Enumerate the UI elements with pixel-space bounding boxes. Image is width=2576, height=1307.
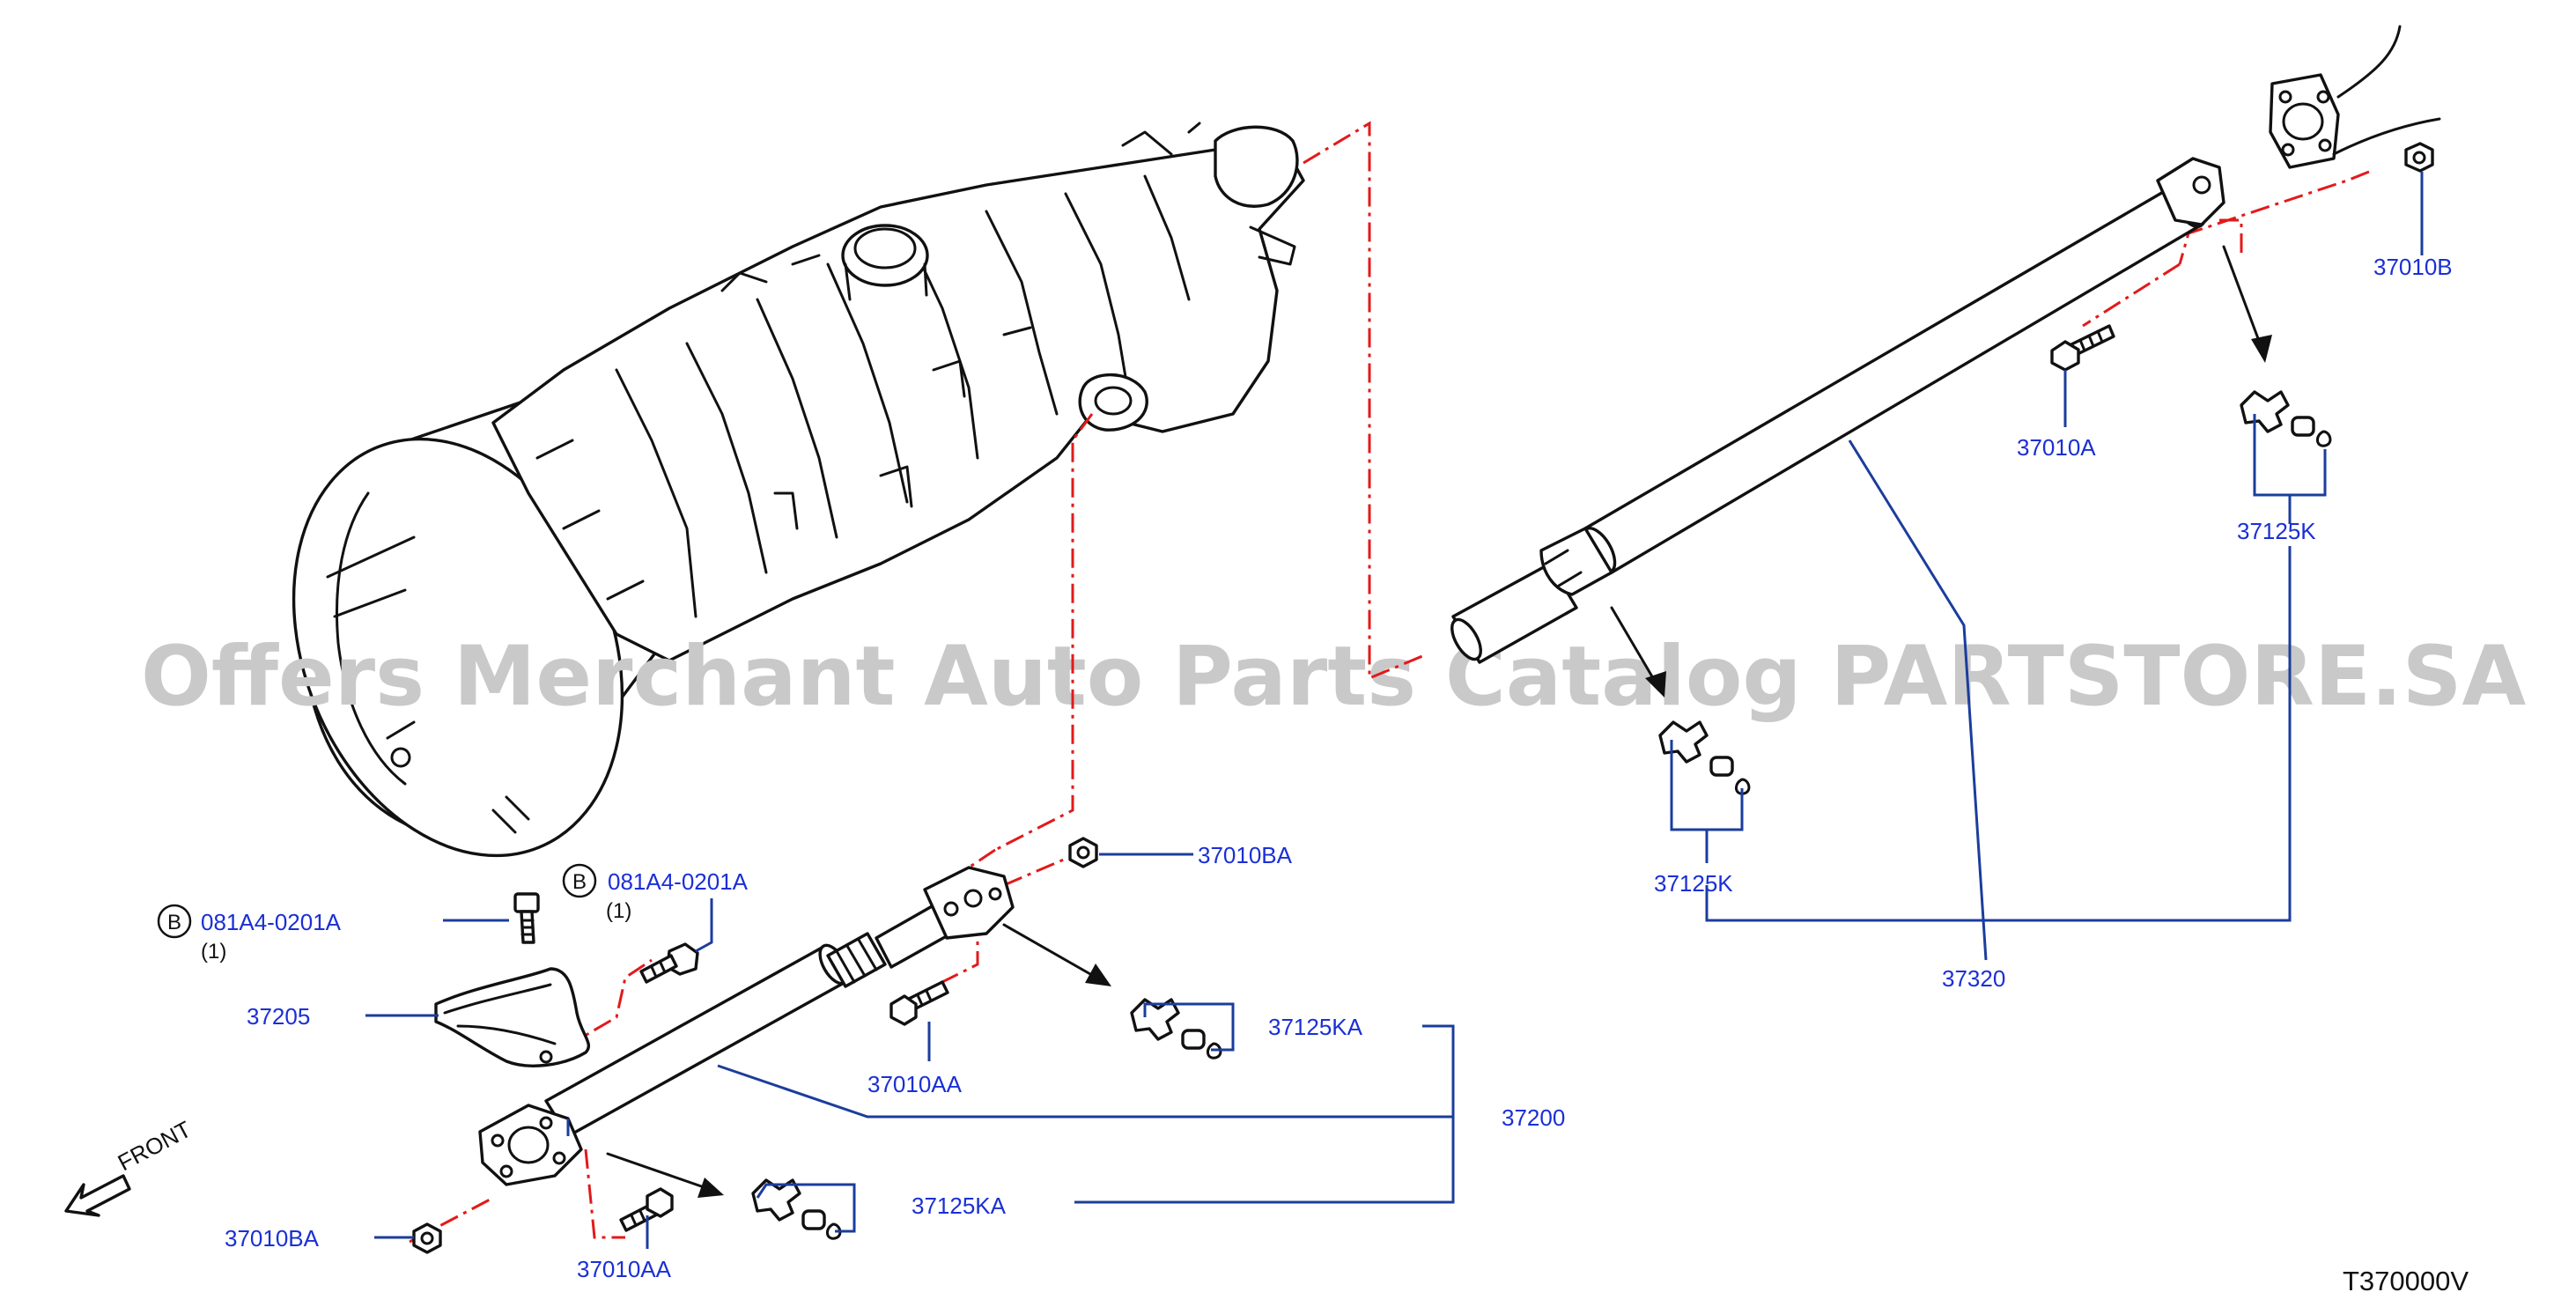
rear-differential-flange: [2269, 25, 2441, 169]
bolt-ref-badge-left: [157, 904, 192, 939]
label-37010BA-bottom: 37010BA: [225, 1225, 320, 1252]
spider-kit-37125K-left-icon: [1658, 720, 1751, 795]
label-37010AA-top: 37010AA: [867, 1071, 963, 1097]
label-37010A: 37010A: [2017, 434, 2096, 461]
nut-37010BA-top-icon: [1068, 837, 1098, 868]
label-37125KA-top: 37125KA: [1268, 1014, 1363, 1040]
bolt-ref-badge-right-text: B: [572, 870, 587, 894]
bolt-ref-badge-left-text: B: [167, 911, 181, 934]
label-081A4-left: 081A4-0201A: [201, 909, 342, 935]
bolt-37010AA-bottom-icon: [619, 1187, 674, 1232]
label-37125K-left: 37125K: [1654, 870, 1733, 897]
centerlines: [409, 121, 2370, 1244]
front-direction-indicator: FRONT: [64, 1116, 196, 1217]
diagram-reference-code: T370000V: [2343, 1266, 2469, 1296]
qty-left: (1): [201, 940, 226, 964]
label-37010B: 37010B: [2373, 254, 2453, 280]
label-37205: 37205: [247, 1003, 310, 1030]
bolt-37010AA-top-icon: [889, 980, 949, 1026]
watermark-text: Offers Merchant Auto Parts Catalog PARTS…: [141, 629, 2526, 725]
label-37320: 37320: [1942, 965, 2005, 992]
nut-37010B-icon: [2404, 142, 2434, 173]
bolt-37010A-icon: [2050, 324, 2115, 372]
label-37010AA-bottom: 37010AA: [577, 1256, 672, 1282]
front-propeller-shaft-37200: [478, 866, 1015, 1186]
nut-37010BA-bottom-icon: [412, 1222, 442, 1254]
leader-lines: [365, 172, 2424, 1249]
bolt-ref-badge-right: [562, 863, 597, 898]
front-label: FRONT: [114, 1116, 196, 1177]
bolt-081A4-left-icon: [513, 892, 540, 944]
spider-kit-37125KA-bottom-icon: [751, 1178, 842, 1240]
transmission-drawing: [292, 122, 1305, 858]
direction-arrows: [606, 245, 2272, 1198]
label-37125KA-bottom: 37125KA: [912, 1193, 1007, 1219]
spider-kit-37125KA-top-icon: [1130, 998, 1222, 1060]
rear-propeller-shaft-37320: [1450, 157, 2225, 664]
label-37125K-right: 37125K: [2237, 518, 2316, 544]
part-labels: 37010B 37010A 37125K 37125K 37320 37010B…: [157, 254, 2469, 1296]
bolt-081A4-right-icon: [639, 942, 699, 984]
heat-insulator-37205-icon: [434, 967, 591, 1067]
qty-right: (1): [606, 899, 631, 923]
label-37200: 37200: [1502, 1104, 1565, 1131]
label-37010BA-top: 37010BA: [1198, 842, 1293, 868]
label-081A4-right: 081A4-0201A: [608, 868, 749, 895]
